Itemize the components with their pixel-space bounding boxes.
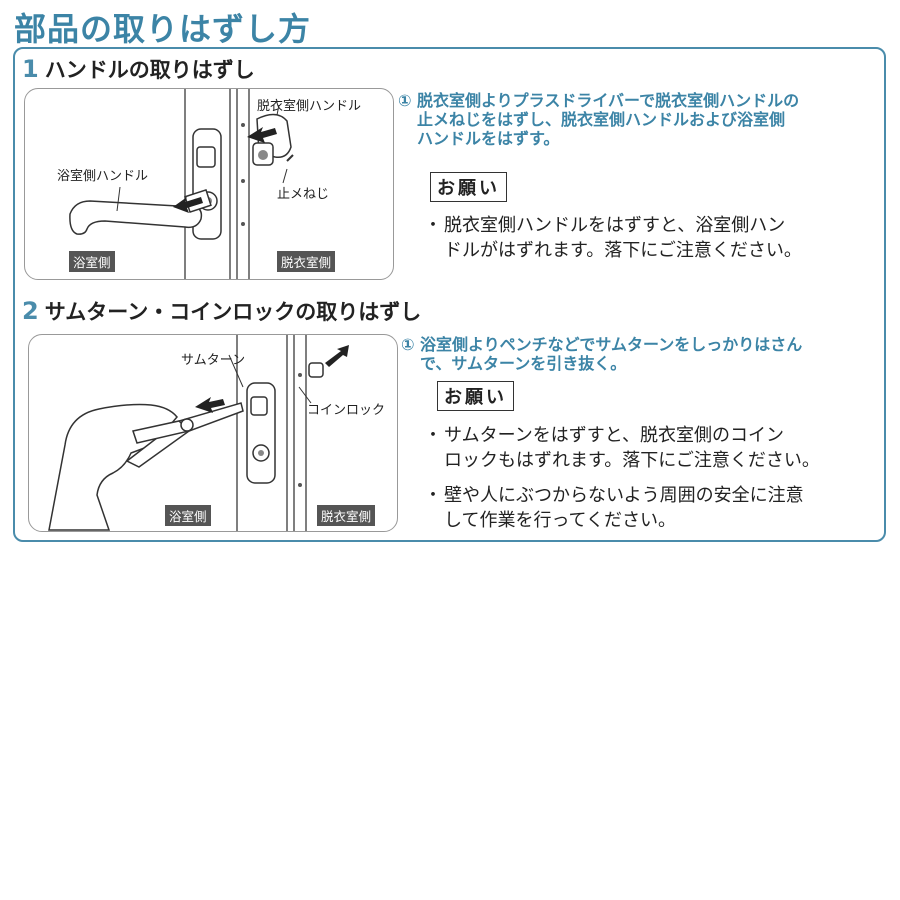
note-line-2: して作業を行ってください。 bbox=[444, 510, 677, 531]
note-bullet: ・ bbox=[424, 425, 442, 446]
section2-number: 2 bbox=[22, 297, 39, 325]
tag-bath-side: 浴室側 bbox=[165, 505, 211, 526]
notice-label: お願い bbox=[430, 172, 507, 202]
label-stop-screw: 止メねじ bbox=[277, 187, 330, 202]
tag-dressing-side: 脱衣室側 bbox=[317, 505, 376, 526]
note-bullet: ・ bbox=[424, 485, 442, 506]
thumbturn-removal-drawing bbox=[48, 335, 349, 531]
section1-heading-text: ハンドルの取りはずし bbox=[44, 58, 255, 82]
label-thumbturn: サムターン bbox=[181, 353, 246, 368]
label-dressing-handle: 脱衣室側ハンドル bbox=[257, 99, 362, 114]
note-line-1: 壁や人にぶつからないよう周囲の安全に注意 bbox=[444, 485, 804, 506]
label-bath-handle: 浴室側ハンドル bbox=[57, 169, 149, 184]
section2-heading-text: サムターン・コインロックの取りはずし bbox=[44, 300, 422, 324]
note-bullet: ・ bbox=[424, 215, 442, 236]
page-title: 部品の取りはずし方 bbox=[14, 10, 312, 48]
note-line-1: 脱衣室側ハンドルをはずすと、浴室側ハン bbox=[444, 215, 786, 236]
handle-removal-drawing bbox=[69, 89, 294, 279]
step-line-3: ハンドルをはずす。 bbox=[417, 129, 560, 148]
handle-removal-illustration: 脱衣室側ハンドル 浴室側ハンドル 止メねじ 浴室側 脱衣室側 bbox=[24, 88, 394, 280]
step-marker: ① bbox=[401, 335, 415, 354]
note-line-2: ドルがはずれます。落下にご注意ください。 bbox=[444, 240, 802, 261]
note-line-2: ロックもはずれます。落下にご注意ください。 bbox=[444, 450, 820, 471]
step-line-2: 止メねじをはずし、脱衣室側ハンドルおよび浴室側 bbox=[417, 110, 786, 129]
content-frame bbox=[13, 47, 886, 542]
step-line-1: 脱衣室側よりプラスドライバーで脱衣室側ハンドルの bbox=[417, 91, 800, 110]
label-coinlock: コインロック bbox=[307, 403, 386, 418]
step-line-2: で、サムターンを引き抜く。 bbox=[420, 354, 627, 373]
notice-label: お願い bbox=[437, 381, 514, 411]
step-line-1: 浴室側よりペンチなどでサムターンをしっかりはさん bbox=[420, 335, 803, 354]
step-marker: ① bbox=[398, 91, 412, 110]
note-line-1: サムターンをはずすと、脱衣室側のコイン bbox=[444, 425, 785, 446]
tag-bath-side: 浴室側 bbox=[69, 251, 115, 272]
section1-number: 1 bbox=[22, 55, 39, 83]
tag-dressing-side: 脱衣室側 bbox=[277, 251, 336, 272]
thumbturn-removal-illustration: サムターン コインロック 浴室側 脱衣室側 bbox=[28, 334, 398, 532]
